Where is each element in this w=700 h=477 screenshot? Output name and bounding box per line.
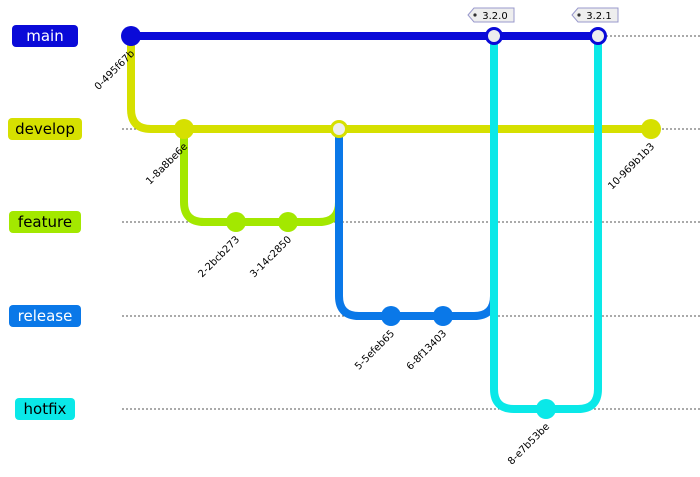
- branch-label-text: hotfix: [24, 400, 67, 418]
- commit-id-text: 5-5efeb65: [353, 328, 397, 372]
- branch-edges: [127, 32, 655, 413]
- tag-badge: 3.2.0: [467, 7, 515, 23]
- commit-node: [174, 119, 194, 139]
- branch-label-release: release: [9, 305, 81, 327]
- commit-id-text: 10-969b1b3: [606, 141, 657, 192]
- commit-label: 3-14c2850: [248, 234, 294, 280]
- commit-node: [536, 399, 556, 419]
- branch-label-feature: feature: [9, 211, 81, 233]
- commit-label: 10-969b1b3: [606, 141, 657, 192]
- commit-label: 5-5efeb65: [353, 328, 397, 372]
- branch-label-text: develop: [15, 120, 75, 138]
- edge-feature: [180, 125, 343, 226]
- branch-label-main: main: [12, 25, 78, 47]
- commit-node: [121, 26, 141, 46]
- branch-label-text: main: [26, 27, 63, 45]
- commit-node: [433, 306, 453, 326]
- commit-label: 8-e7b53be: [506, 421, 552, 467]
- commit-node: [278, 212, 298, 232]
- commit-label: 2-2bcb273: [196, 234, 242, 280]
- tag-label: 3.2.0: [482, 11, 507, 22]
- tag-hole-icon: [473, 13, 477, 17]
- commit-id-text: 3-14c2850: [248, 234, 294, 280]
- commit-node: [641, 119, 661, 139]
- merge-commit-node: [592, 30, 604, 42]
- edge-release: [335, 32, 498, 320]
- commit-node: [226, 212, 246, 232]
- branch-label-text: release: [18, 307, 73, 325]
- branch-label-hotfix: hotfix: [15, 398, 75, 420]
- commit-label: 6-8f13403: [405, 328, 449, 372]
- branch-labels: main develop feature release hotfix: [8, 25, 82, 420]
- commit-nodes: [121, 26, 661, 419]
- edge-develop: [127, 32, 655, 133]
- branch-label-develop: develop: [8, 118, 82, 140]
- branch-label-text: feature: [18, 213, 72, 231]
- tag-label: 3.2.1: [586, 11, 611, 22]
- merge-commit-node: [333, 123, 345, 135]
- commit-id-text: 6-8f13403: [405, 328, 449, 372]
- commit-id-text: 2-2bcb273: [196, 234, 242, 280]
- tag-hole-icon: [577, 13, 581, 17]
- tags: 3.2.0 3.2.1: [467, 7, 619, 23]
- tag-badge: 3.2.1: [571, 7, 619, 23]
- merge-commit-node: [488, 30, 500, 42]
- commit-node: [381, 306, 401, 326]
- commit-id-text: 8-e7b53be: [506, 421, 552, 467]
